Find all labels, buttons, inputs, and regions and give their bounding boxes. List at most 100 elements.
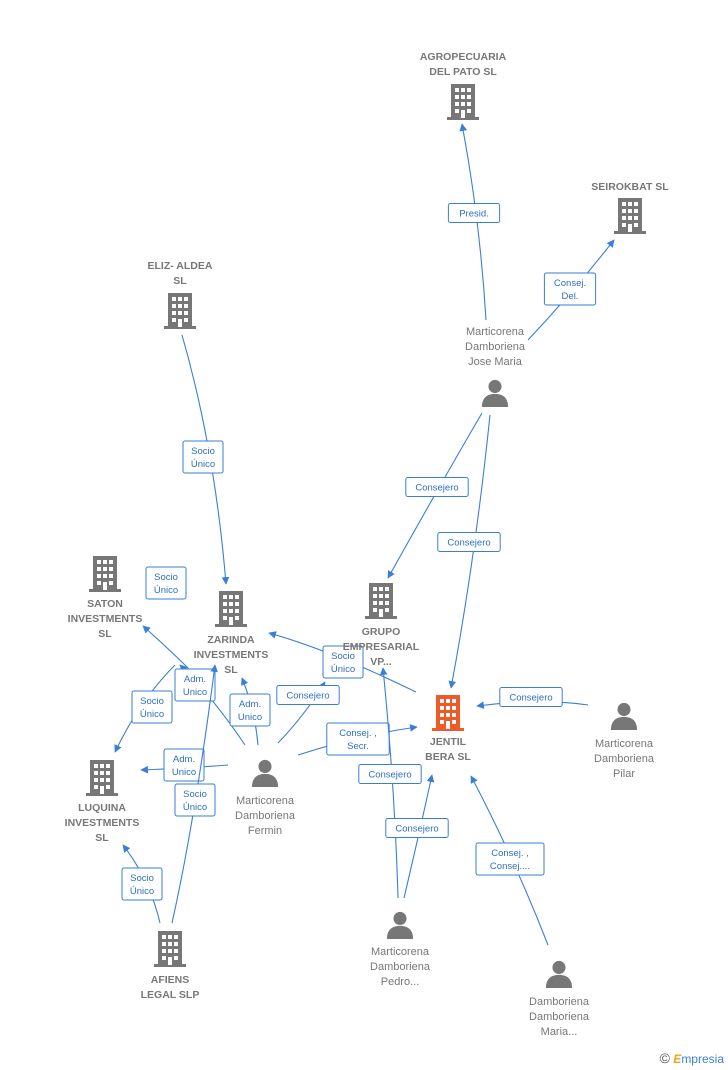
node-grupo[interactable]: GRUPOEMPRESARIALVP... [343, 583, 420, 668]
edge-label-text: Consej. , [491, 848, 529, 859]
node-label: INVESTMENTS [194, 649, 269, 661]
building-icon [86, 760, 118, 796]
edge-label-box [499, 687, 563, 707]
node-seir[interactable]: SEIROKBAT SL [591, 181, 669, 234]
edge-label[interactable]: Presid. [447, 203, 501, 223]
edge-label-box [174, 668, 216, 702]
node-label: Jose Maria [468, 356, 523, 368]
node-label: LEGAL SLP [141, 989, 200, 1001]
node-pedro[interactable]: MarticorenaDamborienaPedro... [370, 911, 431, 988]
node-label: INVESTMENTS [65, 817, 140, 829]
edge-label-box [358, 764, 422, 784]
edge-label[interactable]: Consejero [437, 532, 501, 552]
node-maria[interactable]: DamborienaDamborienaMaria... [529, 960, 590, 1038]
edge-label-text: Socio [154, 572, 178, 583]
edge-label-box [131, 690, 173, 724]
edge-label[interactable]: Consejero [499, 687, 563, 707]
edge-label-text: Socio [130, 873, 154, 884]
node-label: ELIZ- ALDEA [148, 260, 213, 272]
edge-label[interactable]: Adm.Unico [163, 748, 205, 782]
edge-fermin-zarinda: Adm.Unico [229, 677, 271, 746]
edge-label-box [276, 685, 340, 705]
edge-label-box [385, 818, 449, 838]
edge-label-text: Consej. , [339, 728, 377, 739]
building-icon [432, 695, 464, 731]
edge-label-box [182, 440, 224, 474]
edge-label-text: Consejero [509, 693, 552, 704]
edge-label-box [174, 783, 216, 817]
edge-label[interactable]: Consej. , Secr. [326, 722, 390, 756]
node-label: Damboriena [529, 996, 590, 1008]
building-icon [89, 556, 121, 592]
person-icon [545, 960, 573, 988]
edge-fermin-jentil: Consej. , Secr. [297, 722, 418, 756]
node-label: ZARINDA [207, 634, 255, 646]
edge-label-text: Único [154, 585, 178, 596]
building-icon [215, 591, 247, 627]
edge-jose-agro: Presid. [447, 123, 501, 321]
brand-initial: E [673, 1052, 682, 1066]
edge-label[interactable]: Consejero [276, 685, 340, 705]
edge-label[interactable]: Consej. Del. [543, 272, 597, 306]
building-icon [365, 583, 397, 619]
node-label: Damboriena [465, 341, 526, 353]
edge-jose-grupo: Consejero [387, 412, 483, 579]
edge-label-text: Secr. [347, 741, 369, 752]
edge-label-box [322, 645, 364, 679]
edge-label-box [229, 693, 271, 727]
edge-label-box [475, 842, 545, 876]
edge-fermin-grupo: Consejero [276, 681, 340, 744]
edge-label-text: Único [331, 664, 355, 675]
edge-label[interactable]: Adm.Unico [229, 693, 271, 727]
edge-pedro-jentil: Consejero [385, 774, 449, 899]
edge-label[interactable]: Adm.Unico [174, 668, 216, 702]
node-label: Damboriena [529, 1011, 590, 1023]
edge-label[interactable]: Consejero [385, 818, 449, 838]
node-label: Marticorena [595, 738, 654, 750]
edge-label-text: Socio [191, 446, 215, 457]
node-label: DEL PATO SL [429, 66, 497, 78]
edge-label[interactable]: Consej. ,Consej.... [475, 842, 545, 876]
edge-label-box [145, 566, 187, 600]
building-icon [164, 293, 196, 329]
node-label: EMPRESARIAL [343, 641, 420, 653]
node-label: VP... [370, 656, 391, 668]
edge-line [142, 625, 191, 671]
edges-layer: Presid.Consej.Del.SocioÚnicoConsejeroCon… [114, 123, 615, 946]
edge-label-text: Consej. [554, 278, 586, 289]
node-label: Damboriena [370, 961, 431, 973]
node-label: Marticorena [236, 795, 295, 807]
node-label: Marticorena [371, 946, 430, 958]
edge-label-text: Consejero [415, 483, 458, 494]
edge-label[interactable]: Consejero [358, 764, 422, 784]
building-icon [614, 198, 646, 234]
edge-pilar-jentil: Consejero [476, 687, 589, 709]
edge-label-text: Adm. [184, 674, 206, 685]
brand-logo: © Empresia [660, 1050, 724, 1066]
edge-line [379, 667, 399, 899]
edge-label-box [543, 272, 597, 306]
edge-label-text: Del. [562, 291, 579, 302]
edge-label[interactable]: Consejero [405, 477, 469, 497]
node-label: SATON [87, 598, 123, 610]
